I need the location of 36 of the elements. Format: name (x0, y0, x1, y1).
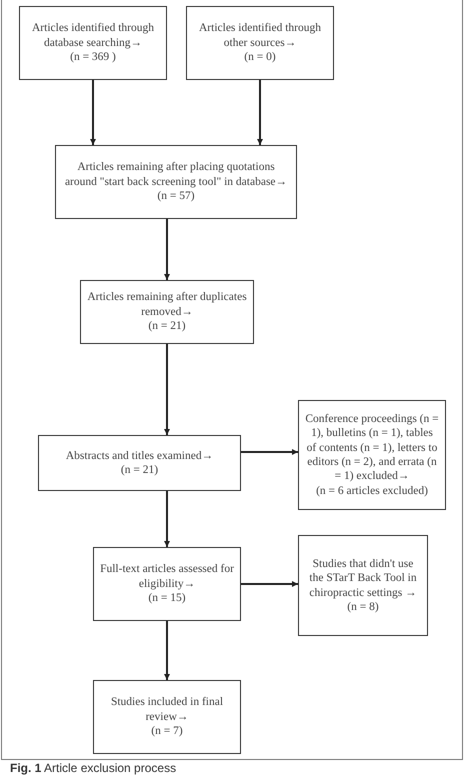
figure-caption: Fig. 1 Article exclusion process (10, 761, 176, 775)
count-text: (n = 21) (148, 319, 186, 334)
process-box (38, 435, 241, 491)
box-text: Articles identified through database searching→ (31, 21, 155, 50)
count-text: (n = 8) (347, 600, 379, 614)
count-text: (n = 15) (148, 591, 186, 606)
arrow (241, 581, 298, 587)
arrow (164, 491, 170, 547)
count-text: (n = 369 ) (70, 50, 116, 65)
process-box (298, 535, 428, 636)
process-box (55, 145, 297, 219)
box-text: Articles remaining after placing quotations around "start back screening tool" in database→ (64, 160, 288, 190)
arrow (164, 344, 170, 435)
process-box (19, 6, 167, 80)
process-box (93, 680, 241, 754)
box-text: Studies included in final review→ (110, 695, 224, 724)
arrow (164, 219, 170, 280)
arrow (241, 449, 298, 455)
box-text: Abstracts and titles examined→ (66, 448, 214, 463)
box-text: Articles identified through other sources→ (198, 21, 322, 50)
arrow (164, 621, 170, 680)
count-text: (n = 7) (151, 724, 183, 739)
process-box (298, 400, 446, 510)
arrow (90, 80, 96, 145)
process-box (80, 280, 254, 344)
box-text: Full-text articles assessed for eligibility→ (100, 562, 234, 592)
process-box (93, 547, 241, 621)
count-text: (n = 0) (244, 50, 276, 65)
count-text: (n = 21) (120, 463, 158, 478)
count-text: (n = 57) (157, 189, 195, 204)
box-text: Conference proceedings (n = 1), bulletins (n = 1), tables of contents (n = 1), letters to editors (n = 2), and errata (n = 1) excluded→ (305, 412, 439, 484)
box-text: Articles remaining after duplicates removed→ (87, 290, 247, 320)
box-text: Studies that didn't use the STarT Back Tool in chiropractic settings → (308, 556, 418, 600)
process-box (186, 6, 334, 80)
count-text: (n = 6 articles excluded) (316, 484, 428, 498)
arrow (257, 80, 263, 145)
